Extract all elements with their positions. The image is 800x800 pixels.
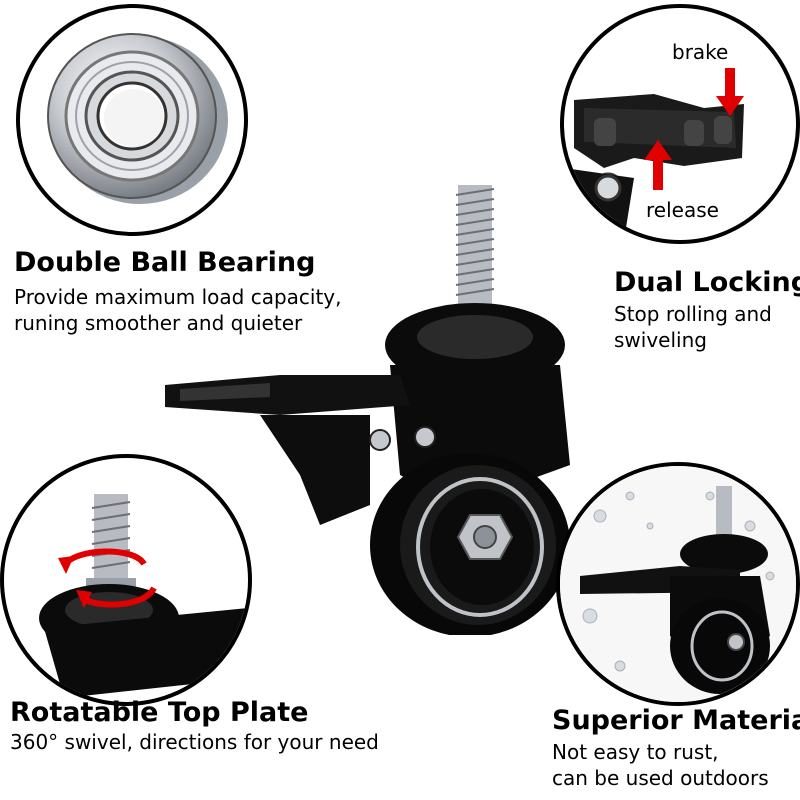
bearing-desc-line1: Provide maximum load capacity, — [14, 285, 342, 309]
bearing-circle — [16, 4, 248, 236]
release-label: release — [646, 198, 719, 222]
locking-desc-line2: swiveling — [614, 328, 707, 352]
swivel-caster-wheel-icon — [165, 185, 570, 637]
locking-desc-line1: Stop rolling and — [614, 302, 772, 326]
materials-circle — [556, 462, 800, 706]
release-arrow-icon — [644, 140, 672, 190]
bearing-title: Double Ball Bearing — [14, 247, 316, 278]
rotating-stem-icon — [39, 494, 248, 698]
caster-product-image — [160, 175, 590, 637]
rotation-circle — [0, 454, 252, 706]
rotation-desc-line1: 360° swivel, directions for your need — [10, 730, 379, 754]
materials-desc-line1: Not easy to rust, — [552, 740, 719, 764]
bearing-desc-line2: runing smoother and quieter — [14, 311, 303, 335]
ball-bearing-icon — [47, 33, 228, 204]
brake-label: brake — [672, 40, 729, 64]
brake-arrow-icon — [716, 68, 744, 116]
rotation-title: Rotatable Top Plate — [10, 697, 309, 728]
materials-desc-line2: can be used outdoors — [552, 766, 769, 790]
materials-title: Superior Materials — [552, 705, 800, 736]
caster-water-icon — [560, 466, 796, 702]
locking-title: Dual Locking — [614, 267, 800, 298]
